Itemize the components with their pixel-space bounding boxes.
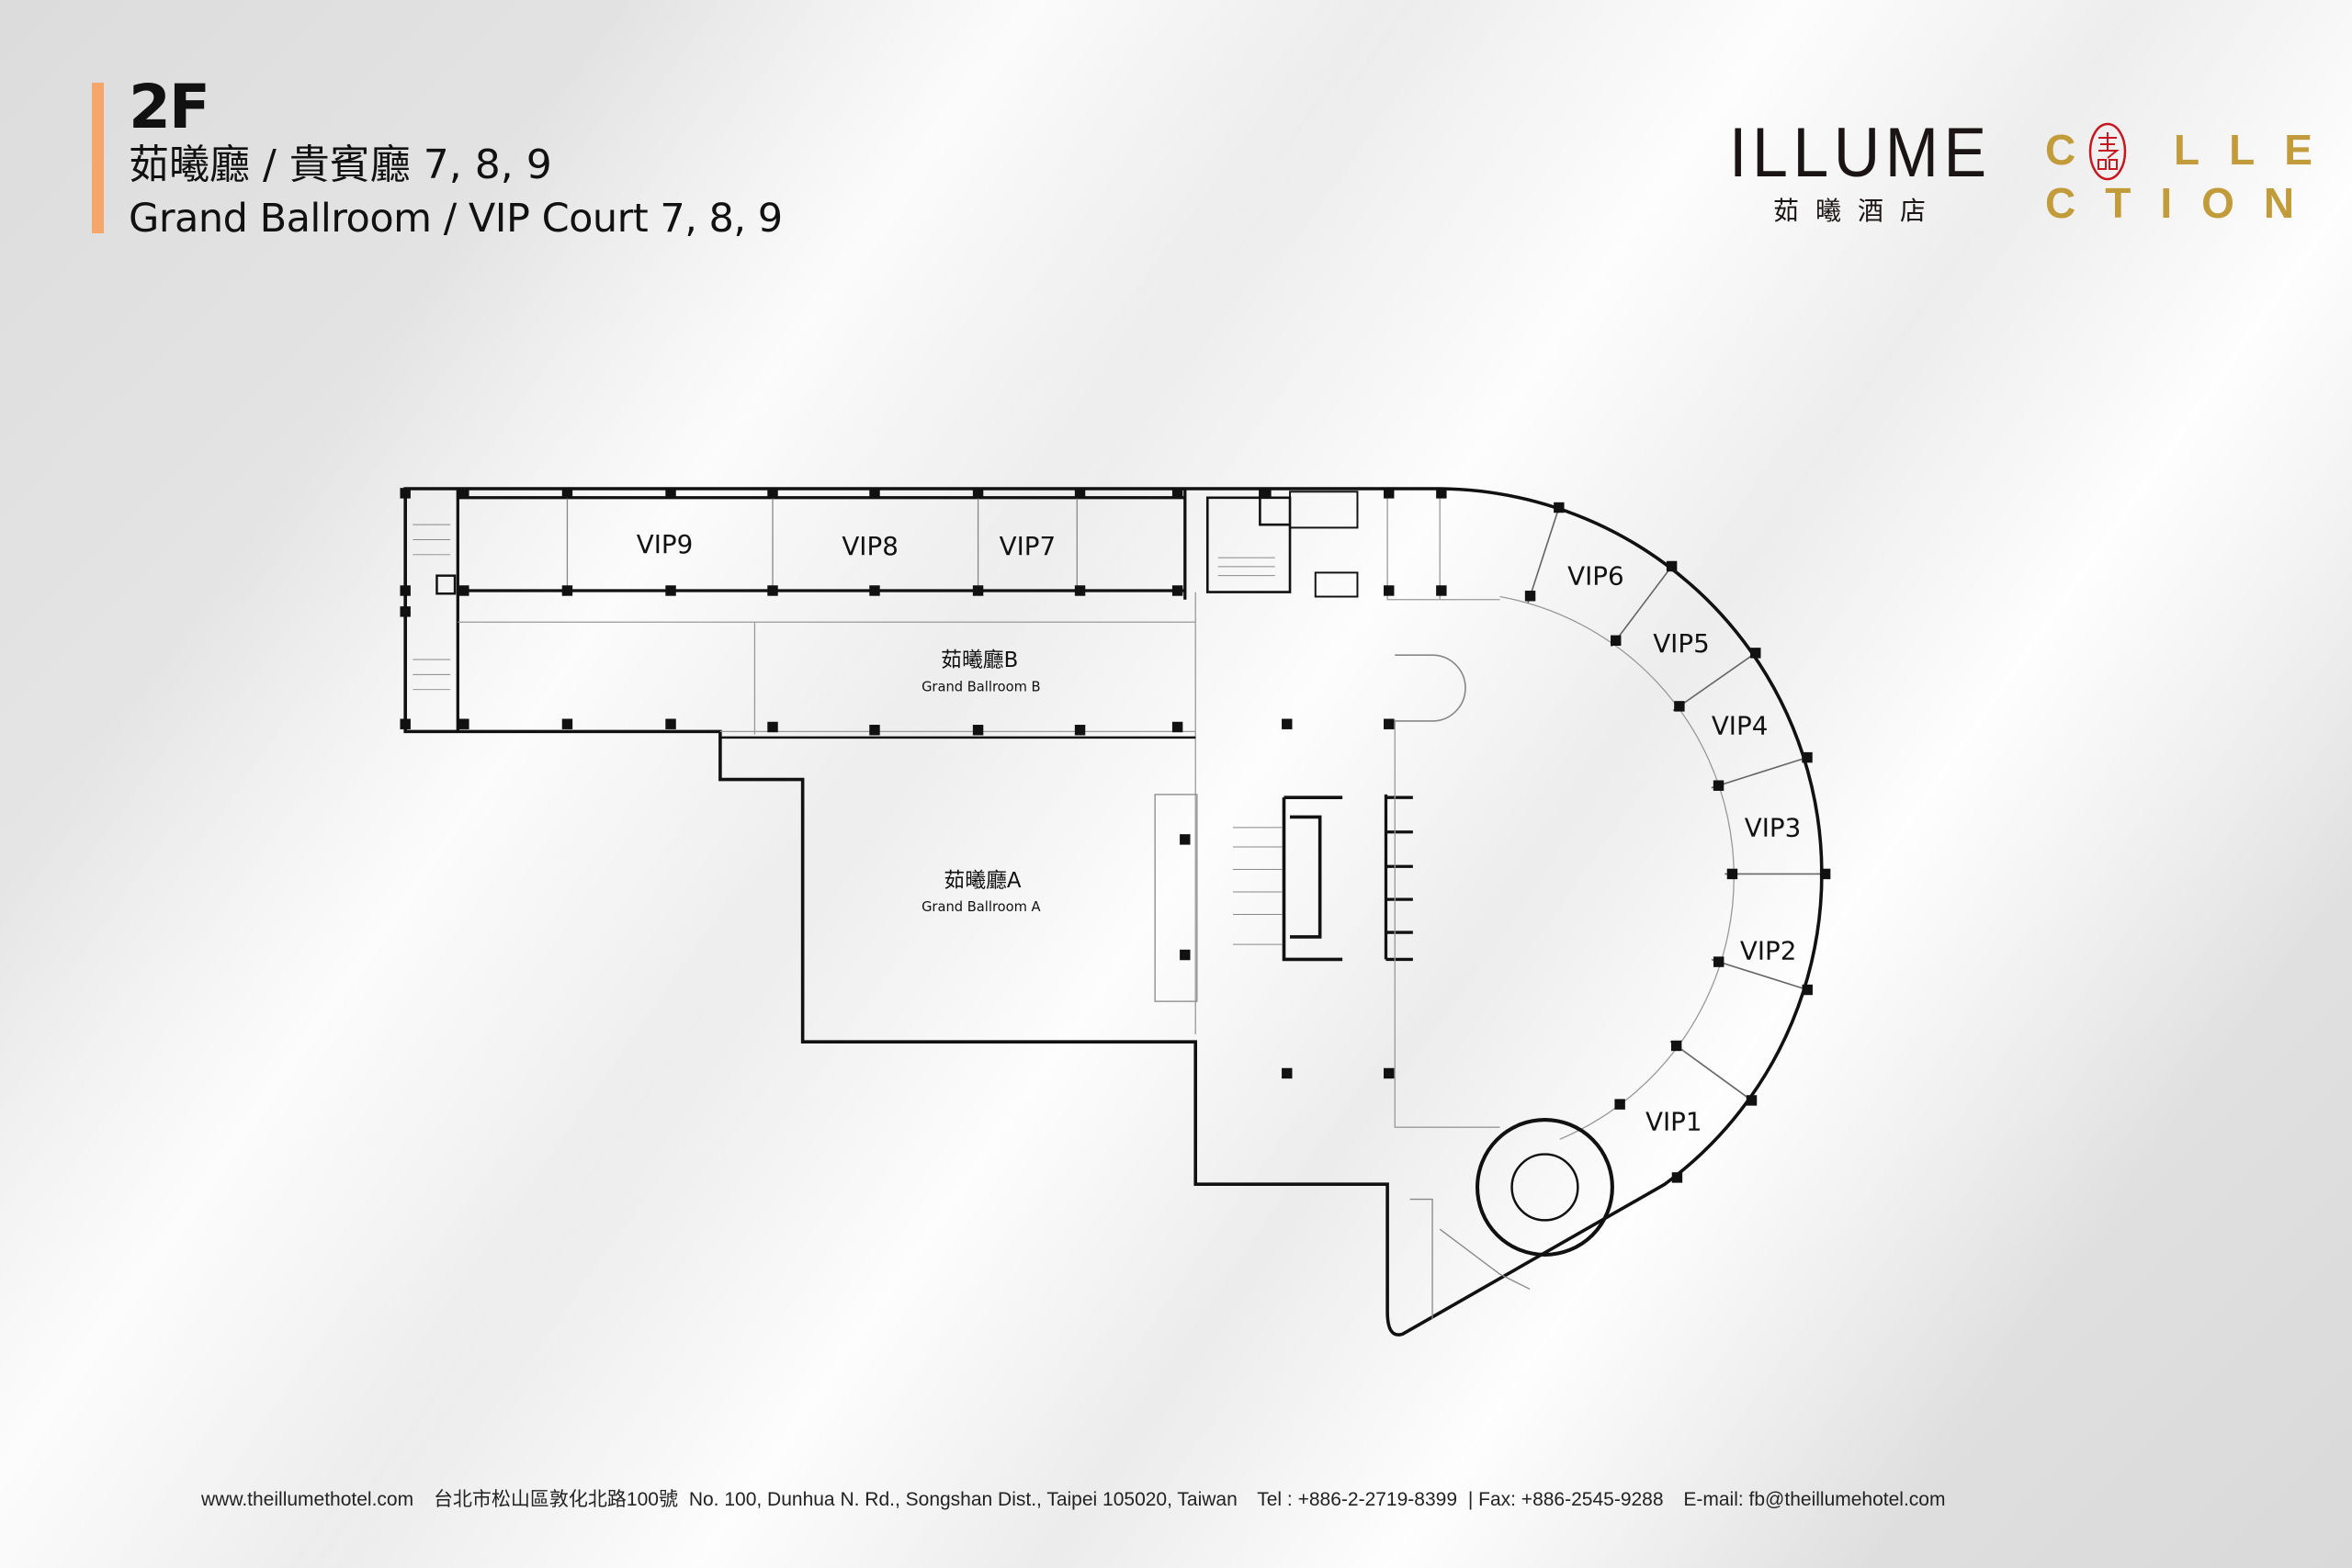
structural-column [1171,488,1183,499]
vip-divider [1711,958,1808,991]
structural-column [1436,585,1447,596]
structural-column [1666,560,1678,572]
structural-column [1384,585,1395,596]
structural-column [1819,868,1831,880]
structural-column [1282,718,1293,729]
structural-column [869,585,880,596]
structural-column [1746,1095,1758,1106]
illume-logo: ILLUME [1729,114,1992,192]
accent-bar [92,83,104,233]
structural-column [665,488,676,499]
footer-address-zh: 台北市松山區敦化北路100號 [433,1489,678,1510]
seal-icon [2088,122,2127,181]
room-vip4[interactable]: VIP4 [1712,711,1769,741]
room-vip1[interactable]: VIP1 [1645,1106,1702,1136]
structural-column [1384,1067,1395,1079]
structural-column [1282,1067,1293,1079]
structural-column [1670,1040,1682,1052]
structural-column [1614,1099,1625,1110]
structural-column [869,488,880,499]
room-vip9[interactable]: VIP9 [637,529,694,559]
structural-column [1713,780,1724,791]
structural-column [458,585,469,596]
structural-column [1750,648,1761,659]
vip-divider [1527,507,1560,604]
structural-column [1171,721,1183,733]
room-vip7[interactable]: VIP7 [1000,531,1057,561]
structural-column [1180,834,1191,845]
illume-logo-chinese: 茹曦酒店 [1773,196,1943,226]
structural-column [400,488,411,499]
structural-column [1436,488,1447,499]
collection-logo-line1: C LLE [2045,126,2342,174]
title-chinese: 茹曦廳 / 貴賓廳 7, 8, 9 [129,141,552,188]
structural-column [1261,488,1272,499]
footer-fax: | Fax: +886-2545-9288 [1467,1489,1664,1510]
structural-column [458,718,469,729]
structural-column [869,725,880,736]
structural-column [1726,868,1738,880]
vip-divider [1711,756,1808,789]
structural-column [665,718,676,729]
structural-column [400,718,411,729]
structural-column [767,488,778,499]
footer-address-en: No. 100, Dunhua N. Rd., Songshan Dist., … [688,1489,1238,1510]
footer-tel: Tel : +886-2-2719-8399 [1257,1489,1457,1510]
structural-column [972,488,984,499]
structural-column [1384,718,1395,729]
structural-column [561,488,573,499]
structural-column [1074,725,1086,736]
structural-column [1384,488,1395,499]
structural-column [1802,751,1813,763]
room-ballroom-b-zh[interactable]: 茹曦廳B [941,649,1018,672]
structural-column [400,606,411,617]
footer-email[interactable]: E-mail: fb@theillumehotel.com [1683,1489,1946,1510]
structural-column [400,585,411,596]
structural-column [767,721,778,733]
room-ballroom-a-en[interactable]: Grand Ballroom A [922,899,1041,915]
structural-column [561,718,573,729]
outer-wall [403,487,1824,1337]
vip-divider [1669,1041,1753,1101]
vip-divider [1672,652,1757,712]
room-vip8[interactable]: VIP8 [842,531,899,561]
floor-label: 2F [129,72,210,142]
footer-contact: www.theillumethotel.com 台北市松山區敦化北路100號 N… [201,1488,1960,1512]
structural-column [1674,701,1685,712]
structural-column [1180,949,1191,961]
structural-column [1171,585,1183,596]
vip-divider [1611,565,1673,648]
room-ballroom-a-zh[interactable]: 茹曦廳A [944,869,1021,893]
room-vip5[interactable]: VIP5 [1653,628,1710,659]
structural-column [1554,502,1565,513]
collection-logo-line2: CTION [2045,179,2324,227]
structural-column [767,585,778,596]
structural-column [1713,956,1724,967]
room-vip2[interactable]: VIP2 [1740,935,1797,965]
structural-column [972,725,984,736]
room-vip6[interactable]: VIP6 [1567,560,1624,591]
title-english: Grand Ballroom / VIP Court 7, 8, 9 [129,196,783,242]
structural-column [1074,585,1086,596]
structural-column [1074,488,1086,499]
structural-column [1611,635,1622,646]
structural-column [561,585,573,596]
structural-column [458,488,469,499]
room-ballroom-b-en[interactable]: Grand Ballroom B [922,679,1041,694]
structural-column [1802,984,1813,996]
footer-website[interactable]: www.theillumethotel.com [201,1489,414,1510]
structural-column [972,585,984,596]
structural-column [1524,591,1536,602]
structural-column [665,585,676,596]
structural-column [1671,1172,1683,1183]
room-vip3[interactable]: VIP3 [1745,813,1802,843]
